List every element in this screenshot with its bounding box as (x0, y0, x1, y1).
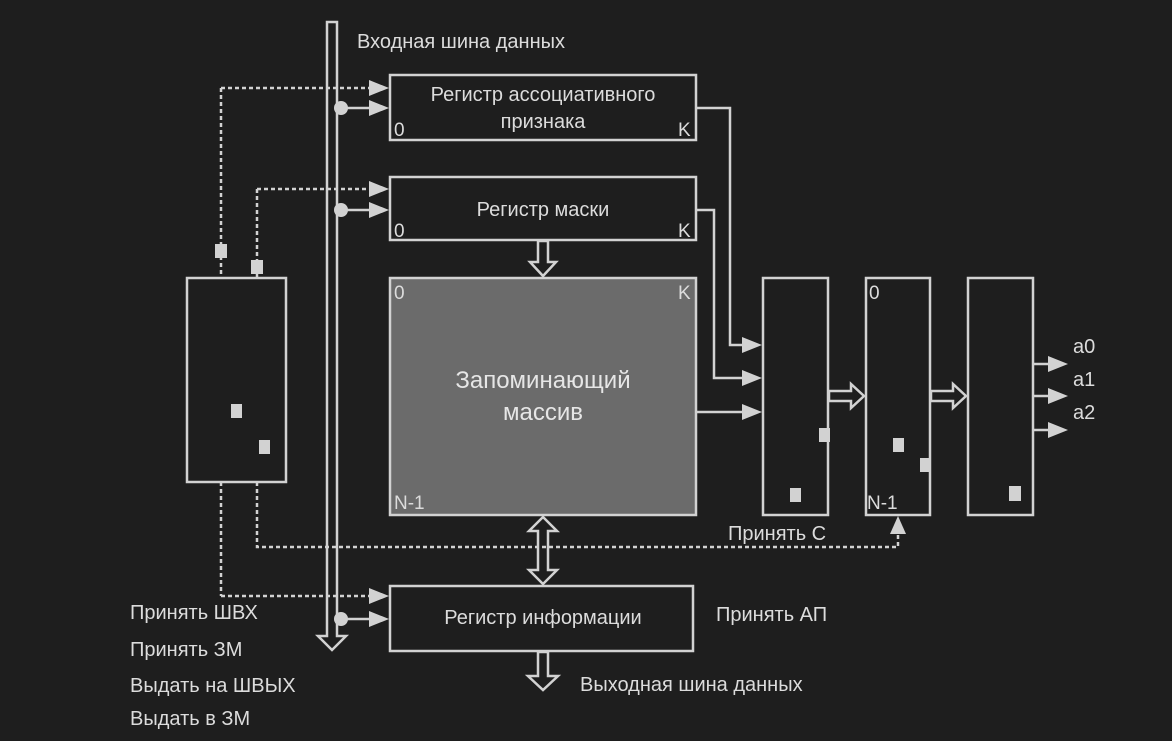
mask-register-label: Регистр маски (477, 199, 610, 221)
result-to-encoder-arrow (929, 381, 968, 411)
signal-accept-memory: Принять ЗМ (130, 639, 242, 661)
input-bus-label: Входная шина данных (357, 31, 565, 53)
arrow-head (369, 181, 389, 197)
arrow-head (742, 337, 762, 353)
signal-marker (1009, 486, 1021, 501)
signal-marker (819, 428, 830, 442)
assoc-register-label-line1: Регистр ассоциативного (431, 84, 656, 106)
info-register-label: Регистр информации (444, 607, 641, 629)
memory-array-label-line2: массив (503, 399, 583, 426)
output-a0: a0 (1073, 336, 1095, 358)
assoc-index-right: K (678, 120, 691, 141)
memory-index-top-left: 0 (394, 283, 405, 304)
assoc-register (388, 73, 698, 142)
memory-array (388, 276, 698, 517)
arrow-head (1048, 388, 1068, 404)
memory-index-bottom-left: N-1 (394, 493, 425, 514)
arrow-head (369, 100, 389, 116)
mask-to-memory-arrow (527, 239, 559, 278)
arrow-head (369, 611, 389, 627)
arrow-head (369, 80, 389, 96)
arrow-head (369, 202, 389, 218)
signal-marker (259, 440, 270, 454)
result-register (864, 276, 932, 517)
arrow-head (742, 370, 762, 386)
assoc-register-label-line2: признака (501, 111, 587, 133)
output-a1: a1 (1073, 369, 1095, 391)
result-index-bottom: N-1 (867, 493, 898, 514)
mask-index-left: 0 (394, 221, 405, 242)
arrow-head (1048, 356, 1068, 372)
signal-output-to-memory: Выдать в ЗМ (130, 708, 250, 730)
signal-marker (215, 244, 227, 258)
arrow-head (369, 588, 389, 604)
comparison-to-result-arrow (827, 381, 866, 411)
arrow-head (742, 404, 762, 420)
arrow-head (890, 516, 906, 534)
comparison-block (761, 276, 830, 517)
signal-marker (790, 488, 801, 502)
output-bus-label: Выходная шина данных (580, 674, 803, 696)
memory-index-top-right: K (678, 283, 691, 304)
assoc-index-left: 0 (394, 120, 405, 141)
output-a2: a2 (1073, 402, 1095, 424)
signal-accept-input-bus: Принять ШВХ (130, 602, 258, 624)
output-data-bus-arrow (524, 650, 562, 692)
encoder-block (966, 276, 1035, 517)
signal-marker (920, 458, 931, 472)
mask-register (388, 175, 698, 242)
control-block (185, 276, 288, 484)
arrow-head (1048, 422, 1068, 438)
signal-output-to-bus: Выдать на ШВЫХ (130, 675, 296, 697)
signal-marker (231, 404, 242, 418)
memory-array-label-line1: Запоминающий (455, 367, 630, 394)
mask-index-right: K (678, 221, 691, 242)
input-data-bus (314, 20, 350, 652)
accept-c-label: Принять С (728, 523, 826, 545)
result-index-top: 0 (869, 283, 880, 304)
memory-info-bidirectional-arrow (525, 515, 561, 586)
accept-ap-label: Принять АП (716, 604, 827, 626)
signal-marker (251, 260, 263, 274)
signal-marker (893, 438, 904, 452)
